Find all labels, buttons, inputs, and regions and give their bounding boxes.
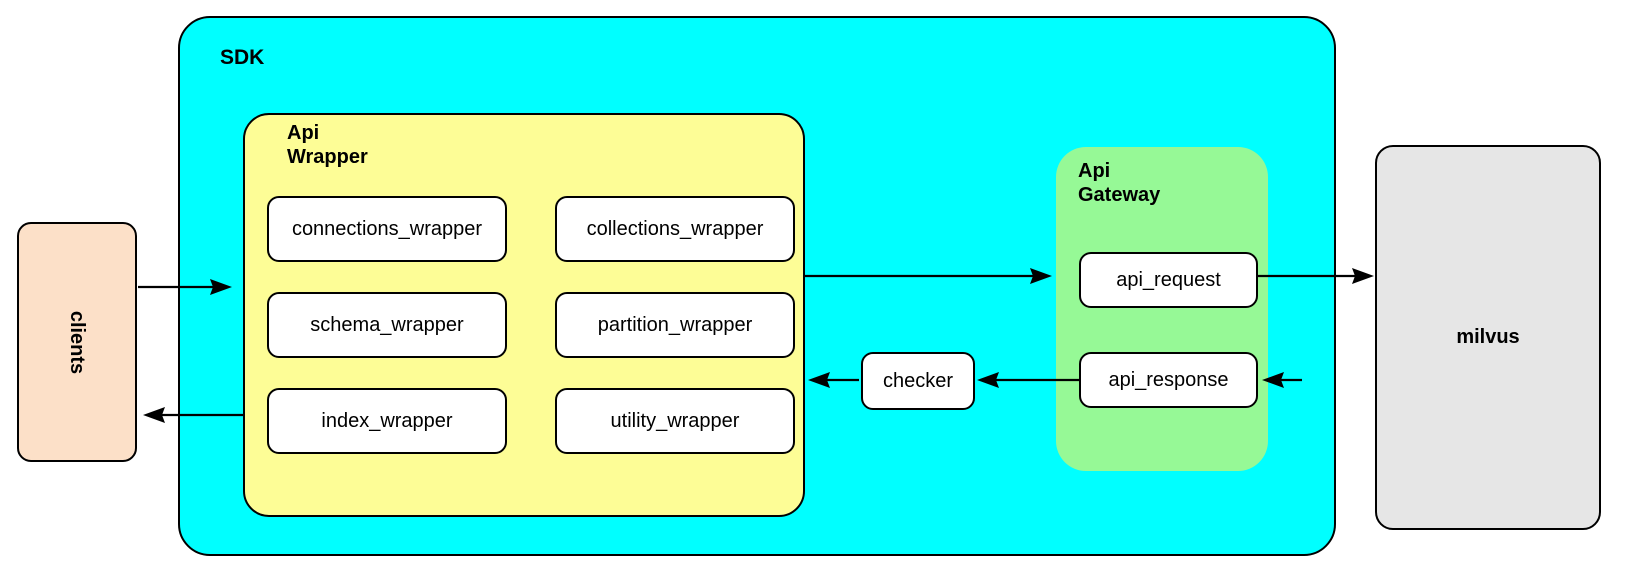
utility-wrapper-box[interactable]: utility_wrapper [555, 388, 795, 454]
partition-wrapper-box[interactable]: partition_wrapper [555, 292, 795, 358]
collections-wrapper-box[interactable]: collections_wrapper [555, 196, 795, 262]
clients-label: clients [66, 310, 89, 374]
index-wrapper-box[interactable]: index_wrapper [267, 388, 507, 454]
api-wrapper-label: Api Wrapper [287, 122, 368, 168]
api-gateway-container[interactable]: Api Gateway api_request api_response [1056, 147, 1268, 471]
api-response-box[interactable]: api_response [1079, 352, 1258, 408]
api-gateway-label: Api Gateway [1078, 160, 1161, 206]
connections-wrapper-box[interactable]: connections_wrapper [267, 196, 507, 262]
api-wrapper-container[interactable]: Api Wrapper connections_wrapper schema_w… [243, 113, 805, 517]
api-request-box[interactable]: api_request [1079, 252, 1258, 308]
checker-box[interactable]: checker [861, 352, 975, 410]
clients-box[interactable]: clients [17, 222, 137, 462]
schema-wrapper-box[interactable]: schema_wrapper [267, 292, 507, 358]
sdk-label: SDK [220, 46, 265, 69]
milvus-box[interactable]: milvus [1375, 145, 1601, 530]
